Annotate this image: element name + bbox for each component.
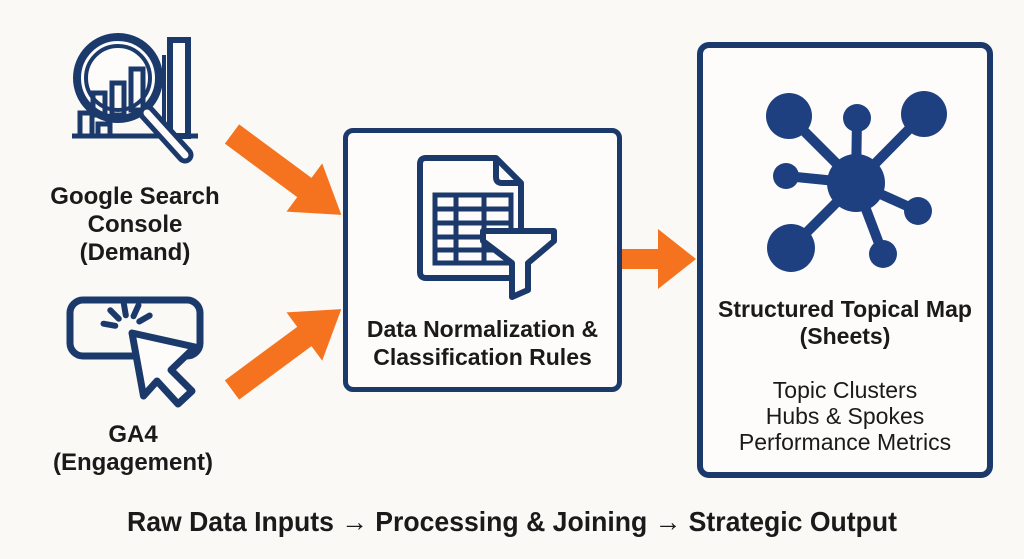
output-item: Hubs & Spokes bbox=[765, 403, 925, 429]
spreadsheet-funnel-icon bbox=[417, 155, 557, 300]
gsc-label-line3: (Demand) bbox=[79, 239, 191, 266]
flow-caption: Raw Data Inputs → Processing & Joining →… bbox=[126, 506, 898, 537]
output-box: Structured Topical Map (Sheets) Topic Cl… bbox=[697, 42, 993, 478]
arrow-ga4-to-processing bbox=[224, 309, 342, 400]
hub-spoke-network-icon bbox=[766, 91, 947, 272]
output-title-line1: Structured Topical Map bbox=[718, 296, 972, 322]
processing-box: Data Normalization & Classification Rule… bbox=[343, 128, 622, 392]
output-item: Topic Clusters bbox=[772, 377, 918, 403]
gsc-label: Google Search Console (Demand) bbox=[25, 183, 245, 267]
processing-label: Data Normalization & Classification Rule… bbox=[348, 315, 617, 371]
output-item: Performance Metrics bbox=[738, 429, 952, 455]
search-analytics-icon bbox=[72, 33, 198, 164]
ga4-label-line1: GA4 bbox=[108, 421, 158, 448]
output-title-line2: (Sheets) bbox=[799, 323, 891, 349]
gsc-label-line2: Console bbox=[87, 211, 183, 238]
output-title: Structured Topical Map (Sheets) bbox=[703, 296, 987, 350]
ga4-label: GA4 (Engagement) bbox=[23, 421, 243, 477]
output-items: Topic Clusters Hubs & Spokes Performance… bbox=[703, 377, 987, 455]
arrow-processing-to-output bbox=[620, 229, 696, 289]
ga4-label-line2: (Engagement) bbox=[52, 449, 213, 476]
click-cursor-icon bbox=[66, 296, 204, 408]
processing-label-line1: Data Normalization & bbox=[366, 316, 599, 342]
processing-label-line2: Classification Rules bbox=[373, 344, 592, 370]
gsc-label-line1: Google Search bbox=[50, 183, 220, 210]
